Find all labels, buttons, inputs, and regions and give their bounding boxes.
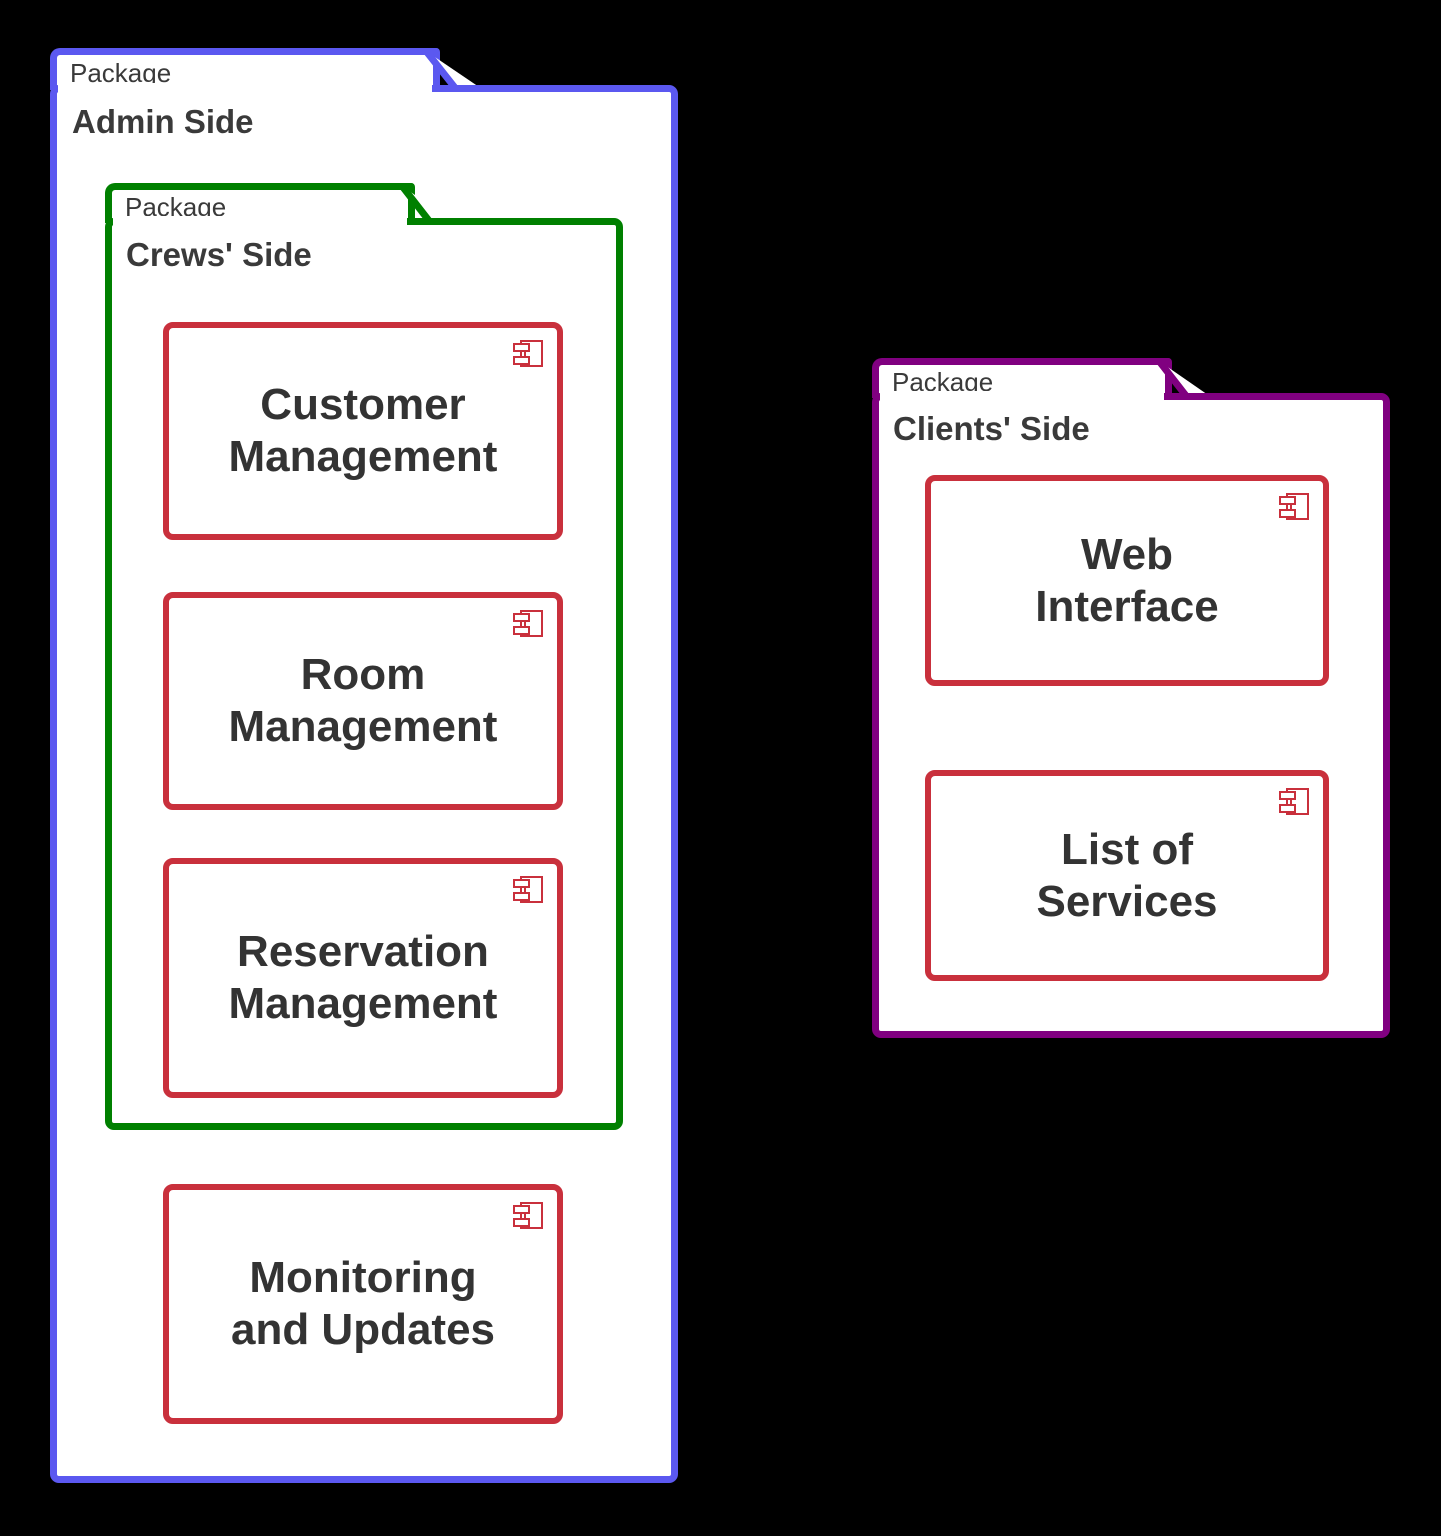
component-web-interface[interactable]: Web Interface	[925, 475, 1329, 686]
package-clients-side-title: Clients' Side	[893, 410, 1090, 447]
package-clients-side-seam	[880, 391, 1164, 401]
uml-component-icon	[1279, 493, 1309, 520]
uml-component-icon	[513, 340, 543, 367]
package-clients-side-stereotype: Package	[892, 366, 994, 397]
component-label: Monitoring and Updates	[230, 1253, 496, 1354]
component-label: Room Management	[228, 650, 498, 751]
package-admin-side-stereotype: Package	[70, 57, 172, 88]
package-admin-side-seam	[58, 83, 432, 93]
package-admin-side-title: Admin Side	[72, 103, 254, 140]
package-crews-side-seam	[113, 216, 407, 226]
component-label: Customer Management	[228, 380, 498, 481]
component-reservation-management[interactable]: Reservation Management	[163, 858, 563, 1098]
package-crews-side-title: Crews' Side	[126, 236, 312, 273]
component-label: Web Interface	[1035, 529, 1219, 631]
component-customer-management[interactable]: Customer Management	[163, 322, 563, 540]
component-label: List of Services	[1036, 824, 1218, 926]
uml-component-icon	[513, 1202, 543, 1229]
package-crews-side-stereotype: Package	[125, 191, 227, 222]
component-monitoring-and-updates[interactable]: Monitoring and Updates	[163, 1184, 563, 1424]
component-label: Reservation Management	[228, 927, 498, 1028]
component-room-management[interactable]: Room Management	[163, 592, 563, 810]
uml-component-icon	[513, 610, 543, 637]
uml-component-icon	[1279, 788, 1309, 815]
uml-component-icon	[513, 876, 543, 903]
component-list-of-services[interactable]: List of Services	[925, 770, 1329, 981]
